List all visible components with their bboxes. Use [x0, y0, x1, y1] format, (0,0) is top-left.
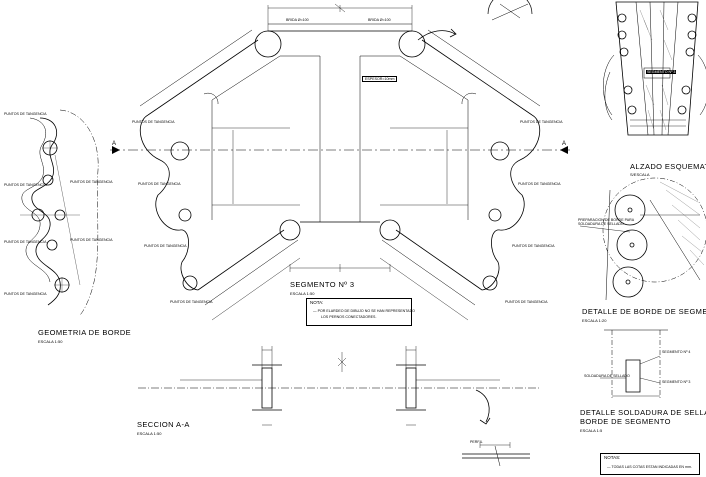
edge-geometry-scale: ESCALA 1:50: [38, 339, 63, 344]
thickness-label: ESPESOR=10mm: [362, 76, 398, 82]
weld-detail: [600, 329, 668, 400]
elevation-hatching: [639, 9, 673, 131]
profile-label: PERFIL: [470, 440, 483, 444]
footer-note-line: — TODAS LAS COTAS ESTAN INDICADAS EN mm.: [607, 465, 692, 469]
segment-scale: ESCALA 1:50: [290, 291, 315, 296]
edge-prep-label: PREPARACION DE BORDE PARA SOLDADURA DE S…: [578, 218, 634, 226]
section-scale: ESCALA 1:50: [137, 431, 162, 436]
geo-tangency-6: PUNTOS DE TANGENCIA: [70, 238, 113, 242]
footer-note-head: NOTAS:: [604, 455, 621, 460]
elevation-center-label: SEGMENTO Nº 3: [646, 70, 677, 74]
edge-detail: [579, 177, 706, 301]
segment-n4-label: SEGMENTO Nº 4: [662, 350, 691, 354]
weld-detail-title-1: DETALLE SOLDADURA DE SELLADO: [580, 408, 706, 417]
section-mark-right: A: [562, 141, 567, 147]
segment-note-line2: LOS PERNOS CONECTADORES.: [321, 315, 377, 319]
geo-tangency-3: PUNTOS DE TANGENCIA: [4, 240, 47, 244]
section-title: SECCION A-A: [137, 420, 190, 429]
brida-left-label: BRIDA Ø=100: [286, 18, 309, 22]
segment-note-box: NOTA: — POR ELARDEO DE DIBUJO NO SE HAN …: [306, 298, 415, 326]
section-a-a-view: [138, 346, 540, 426]
tangency-label-8: PUNTOS DE TANGENCIA: [505, 300, 548, 304]
tangency-label-7: PUNTOS DE TANGENCIA: [170, 300, 213, 304]
elevation-scale: S/ESCALA: [630, 172, 650, 177]
edge-detail-scale: ESCALA 1:20: [582, 318, 607, 323]
edge-detail-title: DETALLE DE BORDE DE SEGMENTO: [582, 307, 706, 316]
elevation-title: ALZADO ESQUEMATICO: [630, 162, 706, 171]
tangency-label-6: PUNTOS DE TANGENCIA: [512, 244, 555, 248]
schematic-elevation: [603, 1, 706, 136]
segment-title: SEGMENTO Nº 3: [290, 280, 355, 289]
weld-label: SOLDADURA DE SELLADO: [584, 374, 630, 378]
segment-note-head: NOTA:: [310, 300, 324, 305]
weld-detail-scale: ESCALA 1:5: [580, 428, 603, 433]
detail-hatching: [659, 181, 705, 266]
geo-tangency-1: PUNTOS DE TANGENCIA: [4, 112, 47, 116]
weld-detail-title-2: BORDE DE SEGMENTO: [580, 417, 671, 426]
tangency-label-2: PUNTOS DE TANGENCIA: [520, 120, 563, 124]
geo-tangency-4: PUNTOS DE TANGENCIA: [4, 292, 47, 296]
geo-tangency-2: PUNTOS DE TANGENCIA: [4, 183, 47, 187]
geo-tangency-5: PUNTOS DE TANGENCIA: [70, 180, 113, 184]
edge-geometry-view: [20, 109, 99, 316]
footer-note-box: NOTAS: — TODAS LAS COTAS ESTAN INDICADAS…: [600, 453, 700, 475]
section-mark-left: A: [112, 141, 117, 147]
segment-note-line1: — POR ELARDEO DE DIBUJO NO SE HAN REPRES…: [313, 309, 415, 313]
tangency-label-4: PUNTOS DE TANGENCIA: [518, 182, 561, 186]
profile-detail: [462, 442, 530, 467]
brida-right-label: BRIDA Ø=100: [368, 18, 391, 22]
segment-plan-view: [139, 20, 541, 321]
tangency-label-3: PUNTOS DE TANGENCIA: [138, 182, 181, 186]
segment-n3-label: SEGMENTO Nº 3: [662, 380, 691, 384]
tangency-label-1: PUNTOS DE TANGENCIA: [132, 120, 175, 124]
tangency-label-5: PUNTOS DE TANGENCIA: [144, 244, 187, 248]
edge-geometry-title: GEOMETRIA DE BORDE: [38, 328, 132, 337]
